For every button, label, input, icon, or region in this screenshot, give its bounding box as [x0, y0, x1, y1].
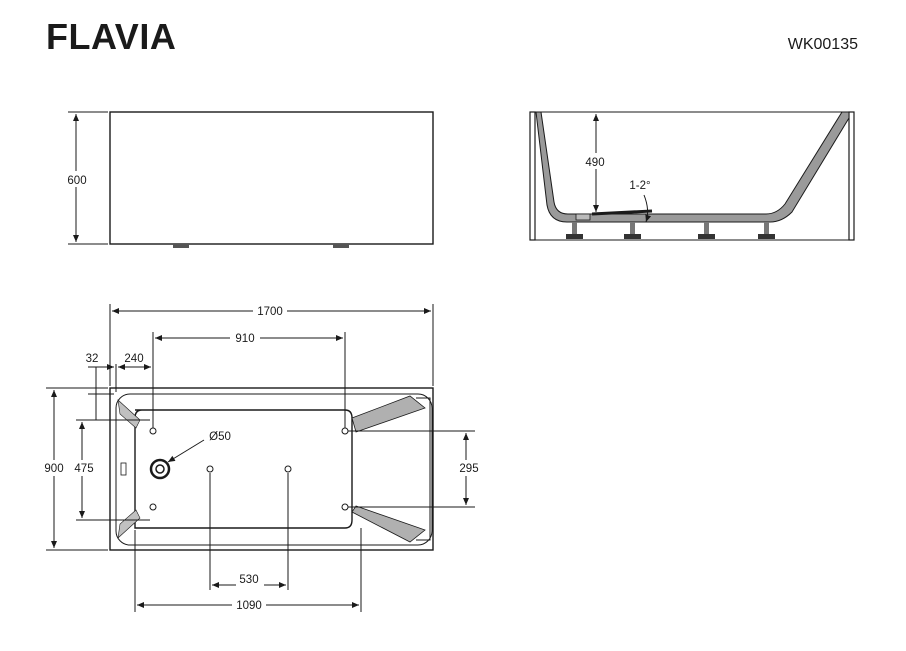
section-drain	[575, 213, 591, 221]
section-left-panel	[529, 111, 536, 241]
top-right-lower-slope	[351, 505, 426, 543]
right-holes-span-label: 295	[459, 463, 478, 475]
leg-hole	[149, 427, 157, 435]
section-floor-slope	[591, 209, 653, 216]
section-shell	[535, 111, 850, 223]
drain-diameter-label: Ø50	[209, 431, 231, 443]
side-view: 600	[60, 111, 434, 248]
leg-hole	[284, 465, 292, 473]
section-right-panel	[848, 111, 855, 241]
leg-hole	[206, 465, 214, 473]
width-label: 900	[44, 463, 63, 475]
model-name: FLAVIA	[46, 16, 177, 57]
section-legs	[566, 222, 775, 239]
side-height-label: 600	[67, 175, 86, 187]
leg-hole	[341, 503, 349, 511]
holes-span-label: 910	[235, 333, 254, 345]
length-label: 1700	[257, 306, 283, 318]
top-view: 1700 910 32 240 900 475 Ø50	[40, 303, 482, 613]
section-view: 490 1-2°	[529, 111, 855, 241]
section-slope-label: 1-2°	[629, 180, 650, 192]
small-offset-label: 32	[86, 353, 99, 365]
leg-hole	[149, 503, 157, 511]
foot-right	[333, 244, 349, 248]
side-view-outline	[109, 111, 434, 245]
inner-width-label: 475	[74, 463, 93, 475]
center-holes-span-label: 530	[239, 574, 258, 586]
leg-hole	[341, 427, 349, 435]
section-slope-arrow	[643, 194, 652, 223]
inner-length-label: 1090	[236, 600, 262, 612]
product-code: WK00135	[787, 36, 858, 53]
section-depth-label: 490	[585, 157, 604, 169]
top-basin-outline	[115, 393, 433, 546]
overflow-slot	[120, 462, 127, 476]
top-outer-rim	[109, 387, 434, 551]
top-basin-floor	[134, 409, 353, 529]
top-right-upper-slope	[351, 395, 426, 433]
top-left-lower-slope	[117, 509, 141, 539]
drain-offset-label: 240	[124, 353, 143, 365]
foot-left	[173, 244, 189, 248]
top-left-upper-slope	[117, 399, 141, 429]
